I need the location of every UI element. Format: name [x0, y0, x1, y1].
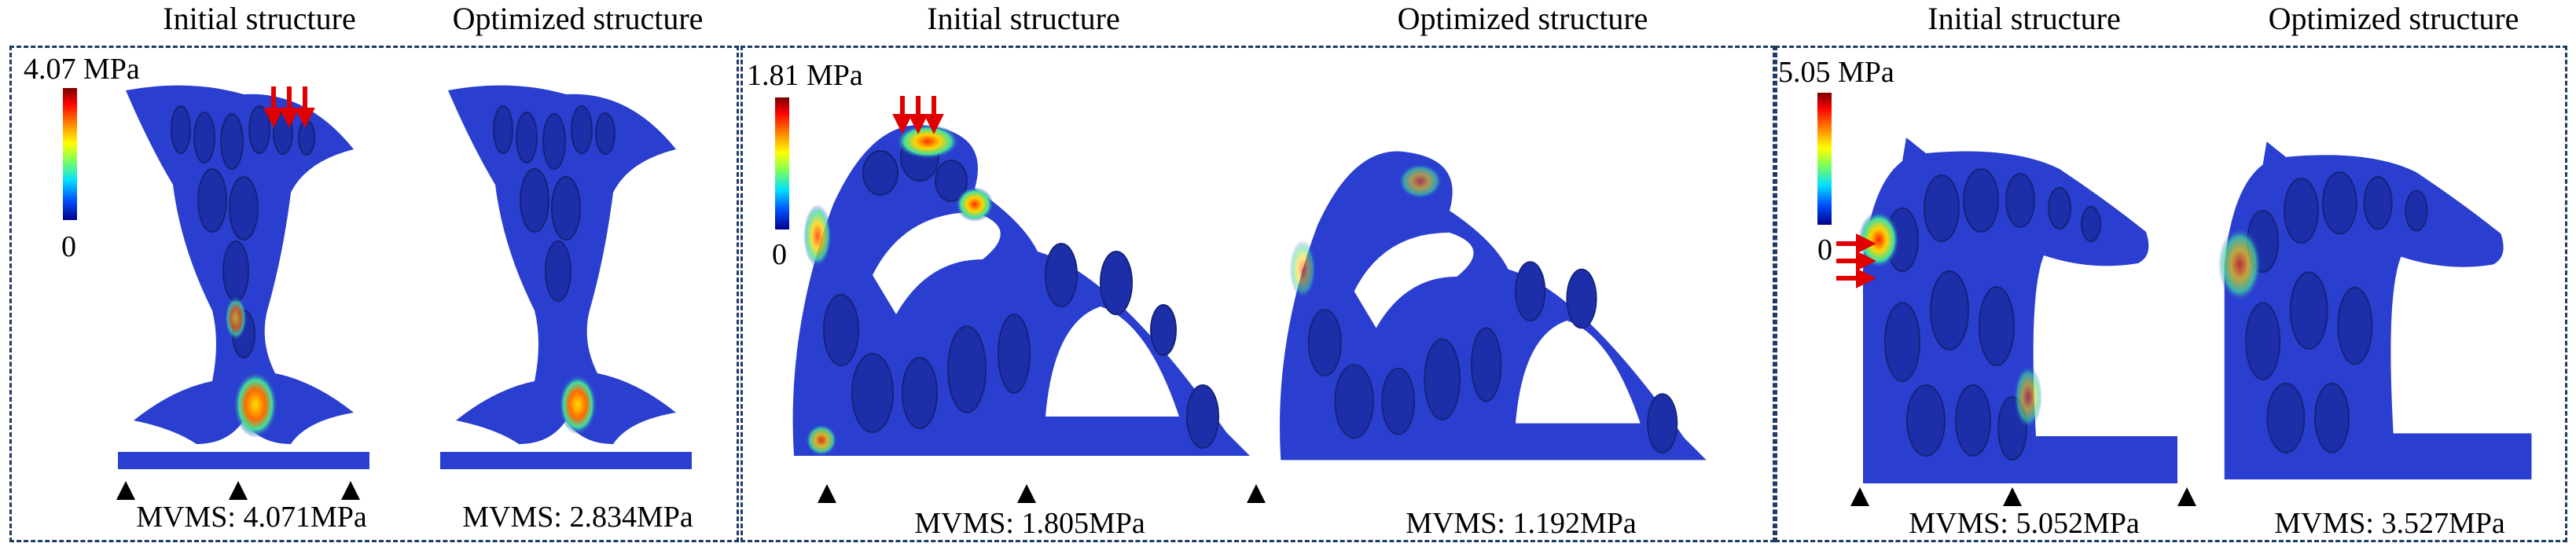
colorbar-horse [1817, 93, 1832, 225]
title-chair-initial: Initial structure [927, 1, 1120, 36]
horse-optimized-structure [2218, 141, 2532, 479]
chair-supports [818, 484, 1266, 503]
colorbar-max-label-chair: 1.81 MPa [747, 59, 863, 92]
mvms-horse-initial: MVMS: 5.052MPa [1909, 507, 2140, 540]
colorbar-min-label-dolphin: 0 [61, 230, 76, 263]
dolphin-supports [116, 481, 360, 500]
chair-optimized-structure [1280, 151, 1707, 461]
panel-frame-dolphin [9, 46, 739, 542]
title-chair-optimized: Optimized structure [1397, 1, 1648, 36]
colorbar-min-label-horse: 0 [1817, 233, 1832, 266]
mvms-horse-optimized: MVMS: 3.527MPa [2274, 507, 2505, 540]
title-dolphin-initial: Initial structure [163, 1, 356, 36]
horse-load-arrows [1836, 233, 1876, 288]
horse-initial-structure [1858, 138, 2177, 483]
horse-supports [1850, 487, 2196, 506]
dolphin-load-arrows [263, 86, 315, 128]
title-horse-optimized: Optimized structure [2268, 1, 2519, 36]
colorbar-dolphin [63, 88, 77, 220]
chair-initial-structure [792, 124, 1250, 456]
chair-load-arrows [892, 96, 944, 134]
panel-frame-horse [1775, 46, 2567, 542]
mvms-chair-initial: MVMS: 1.805MPa [914, 507, 1145, 540]
dolphin-optimized-structure [440, 85, 692, 469]
mvms-dolphin-optimized: MVMS: 2.834MPa [462, 501, 693, 534]
panel-frame-chair [740, 46, 1775, 542]
colorbar-max-label-horse: 5.05 MPa [1778, 56, 1894, 89]
title-dolphin-optimized: Optimized structure [452, 1, 704, 36]
title-horse-initial: Initial structure [1927, 1, 2121, 36]
mvms-chair-optimized: MVMS: 1.192MPa [1406, 507, 1637, 540]
mvms-dolphin-initial: MVMS: 4.071MPa [136, 501, 367, 534]
colorbar-max-label-dolphin: 4.07 MPa [24, 53, 140, 86]
colorbar-chair [775, 97, 789, 229]
dolphin-initial-structure [118, 85, 369, 469]
colorbar-min-label-chair: 0 [772, 238, 787, 271]
